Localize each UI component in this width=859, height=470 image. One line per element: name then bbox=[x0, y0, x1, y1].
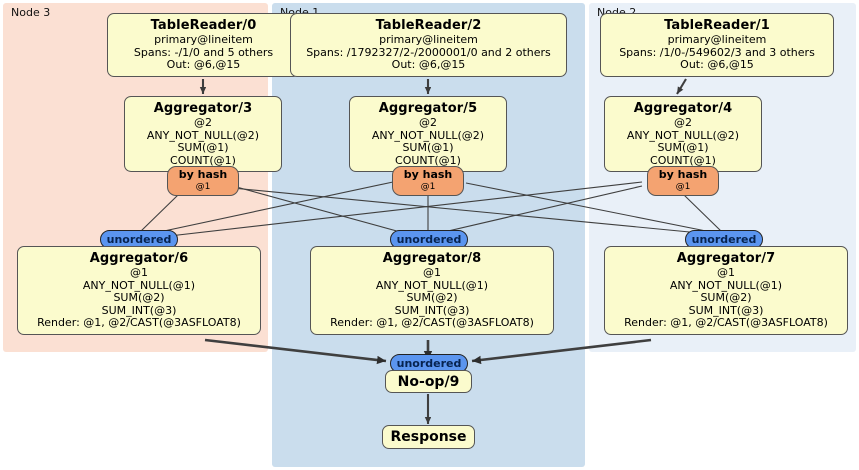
node-func-2: SUM(@2) bbox=[113, 291, 165, 304]
node-spans: Spans: /1/0-/549602/3 and 3 others bbox=[619, 45, 815, 59]
node-func-1: ANY_NOT_NULL(@1) bbox=[669, 278, 783, 292]
node-func-3: SUM_INT(@3) bbox=[394, 303, 470, 317]
node-render: Render: @1, @2/CAST(@3ASFLOAT8) bbox=[330, 316, 534, 329]
node-func-1: ANY_NOT_NULL(@1) bbox=[375, 278, 489, 292]
node-func-3: SUM_INT(@3) bbox=[688, 303, 764, 317]
node-func-2: SUM(@1) bbox=[657, 141, 709, 154]
unordered-sync-final[interactable]: unordered bbox=[390, 354, 468, 373]
node-group: @2 bbox=[194, 116, 212, 129]
node-func-3: COUNT(@1) bbox=[170, 153, 236, 167]
node-group: @1 bbox=[423, 266, 441, 279]
aggregator-3[interactable]: Aggregator/3 @2 ANY_NOT_NULL(@2) SUM(@1)… bbox=[124, 96, 282, 172]
node-source: primary@lineitem bbox=[667, 33, 767, 46]
node-out: Out: @6,@15 bbox=[391, 58, 466, 71]
aggregator-5[interactable]: Aggregator/5 @2 ANY_NOT_NULL(@2) SUM(@1)… bbox=[349, 96, 507, 172]
aggregator-6[interactable]: Aggregator/6 @1 ANY_NOT_NULL(@1) SUM(@2)… bbox=[17, 246, 261, 335]
node-out: Out: @6,@15 bbox=[680, 58, 754, 71]
node-func-3: COUNT(@1) bbox=[395, 153, 461, 167]
node-title: Aggregator/8 bbox=[382, 251, 482, 266]
node-title: Aggregator/5 bbox=[378, 101, 478, 116]
node-title: Aggregator/6 bbox=[89, 251, 189, 266]
node-func-3: COUNT(@1) bbox=[650, 153, 716, 167]
node-out: Out: @6,@15 bbox=[166, 58, 241, 71]
node-spans: Spans: -/1/0 and 5 others bbox=[133, 45, 274, 59]
node-render: Render: @1, @2/CAST(@3ASFLOAT8) bbox=[37, 316, 241, 329]
node-group: @2 bbox=[419, 116, 437, 129]
node-group: @1 bbox=[717, 266, 735, 279]
hash-label: by hash bbox=[403, 168, 453, 181]
node-func-2: SUM(@1) bbox=[177, 141, 229, 154]
hash-column: @1 bbox=[420, 182, 436, 192]
node-title: TableReader/2 bbox=[375, 18, 482, 33]
hash-column: @1 bbox=[675, 182, 691, 192]
node-func-2: SUM(@2) bbox=[700, 291, 752, 304]
hash-label: by hash bbox=[658, 168, 708, 181]
node-func-1: ANY_NOT_NULL(@2) bbox=[371, 128, 485, 142]
table-reader-2[interactable]: TableReader/2 primary@lineitem Spans: /1… bbox=[290, 13, 567, 77]
node-source: primary@lineitem bbox=[154, 33, 253, 46]
node-group: @2 bbox=[674, 116, 692, 129]
hash-router-center[interactable]: by hash @1 bbox=[392, 166, 464, 196]
table-reader-0[interactable]: TableReader/0 primary@lineitem Spans: -/… bbox=[107, 13, 300, 77]
node-func-2: SUM(@2) bbox=[406, 291, 458, 304]
table-reader-1[interactable]: TableReader/1 primary@lineitem Spans: /1… bbox=[600, 13, 834, 77]
node-title: Aggregator/7 bbox=[676, 251, 776, 266]
aggregator-4[interactable]: Aggregator/4 @2 ANY_NOT_NULL(@2) SUM(@1)… bbox=[604, 96, 762, 172]
aggregator-7[interactable]: Aggregator/7 @1 ANY_NOT_NULL(@1) SUM(@2)… bbox=[604, 246, 848, 335]
node-func-1: ANY_NOT_NULL(@1) bbox=[82, 278, 196, 292]
node-func-1: ANY_NOT_NULL(@2) bbox=[626, 128, 740, 142]
node-func-2: SUM(@1) bbox=[402, 141, 454, 154]
node-title: TableReader/0 bbox=[150, 18, 257, 33]
node-group: @1 bbox=[130, 266, 148, 279]
hash-router-left[interactable]: by hash @1 bbox=[167, 166, 239, 196]
node-title: Aggregator/3 bbox=[153, 101, 253, 116]
response-node[interactable]: Response bbox=[382, 425, 475, 449]
node-func-3: SUM_INT(@3) bbox=[101, 303, 177, 317]
hash-label: by hash bbox=[178, 168, 228, 181]
node-func-1: ANY_NOT_NULL(@2) bbox=[146, 128, 260, 142]
aggregator-8[interactable]: Aggregator/8 @1 ANY_NOT_NULL(@1) SUM(@2)… bbox=[310, 246, 554, 335]
node-source: primary@lineitem bbox=[379, 33, 478, 46]
node-render: Render: @1, @2/CAST(@3ASFLOAT8) bbox=[624, 316, 828, 329]
node-spans: Spans: /1792327/2-/2000001/0 and 2 other… bbox=[306, 45, 551, 59]
node-title: TableReader/1 bbox=[664, 18, 770, 33]
hash-router-right[interactable]: by hash @1 bbox=[647, 166, 719, 196]
no-op-node[interactable]: No-op/9 bbox=[385, 370, 472, 393]
node-title: Aggregator/4 bbox=[633, 101, 733, 116]
panel-label-node-3: Node 3 bbox=[11, 6, 51, 19]
hash-column: @1 bbox=[195, 182, 211, 192]
